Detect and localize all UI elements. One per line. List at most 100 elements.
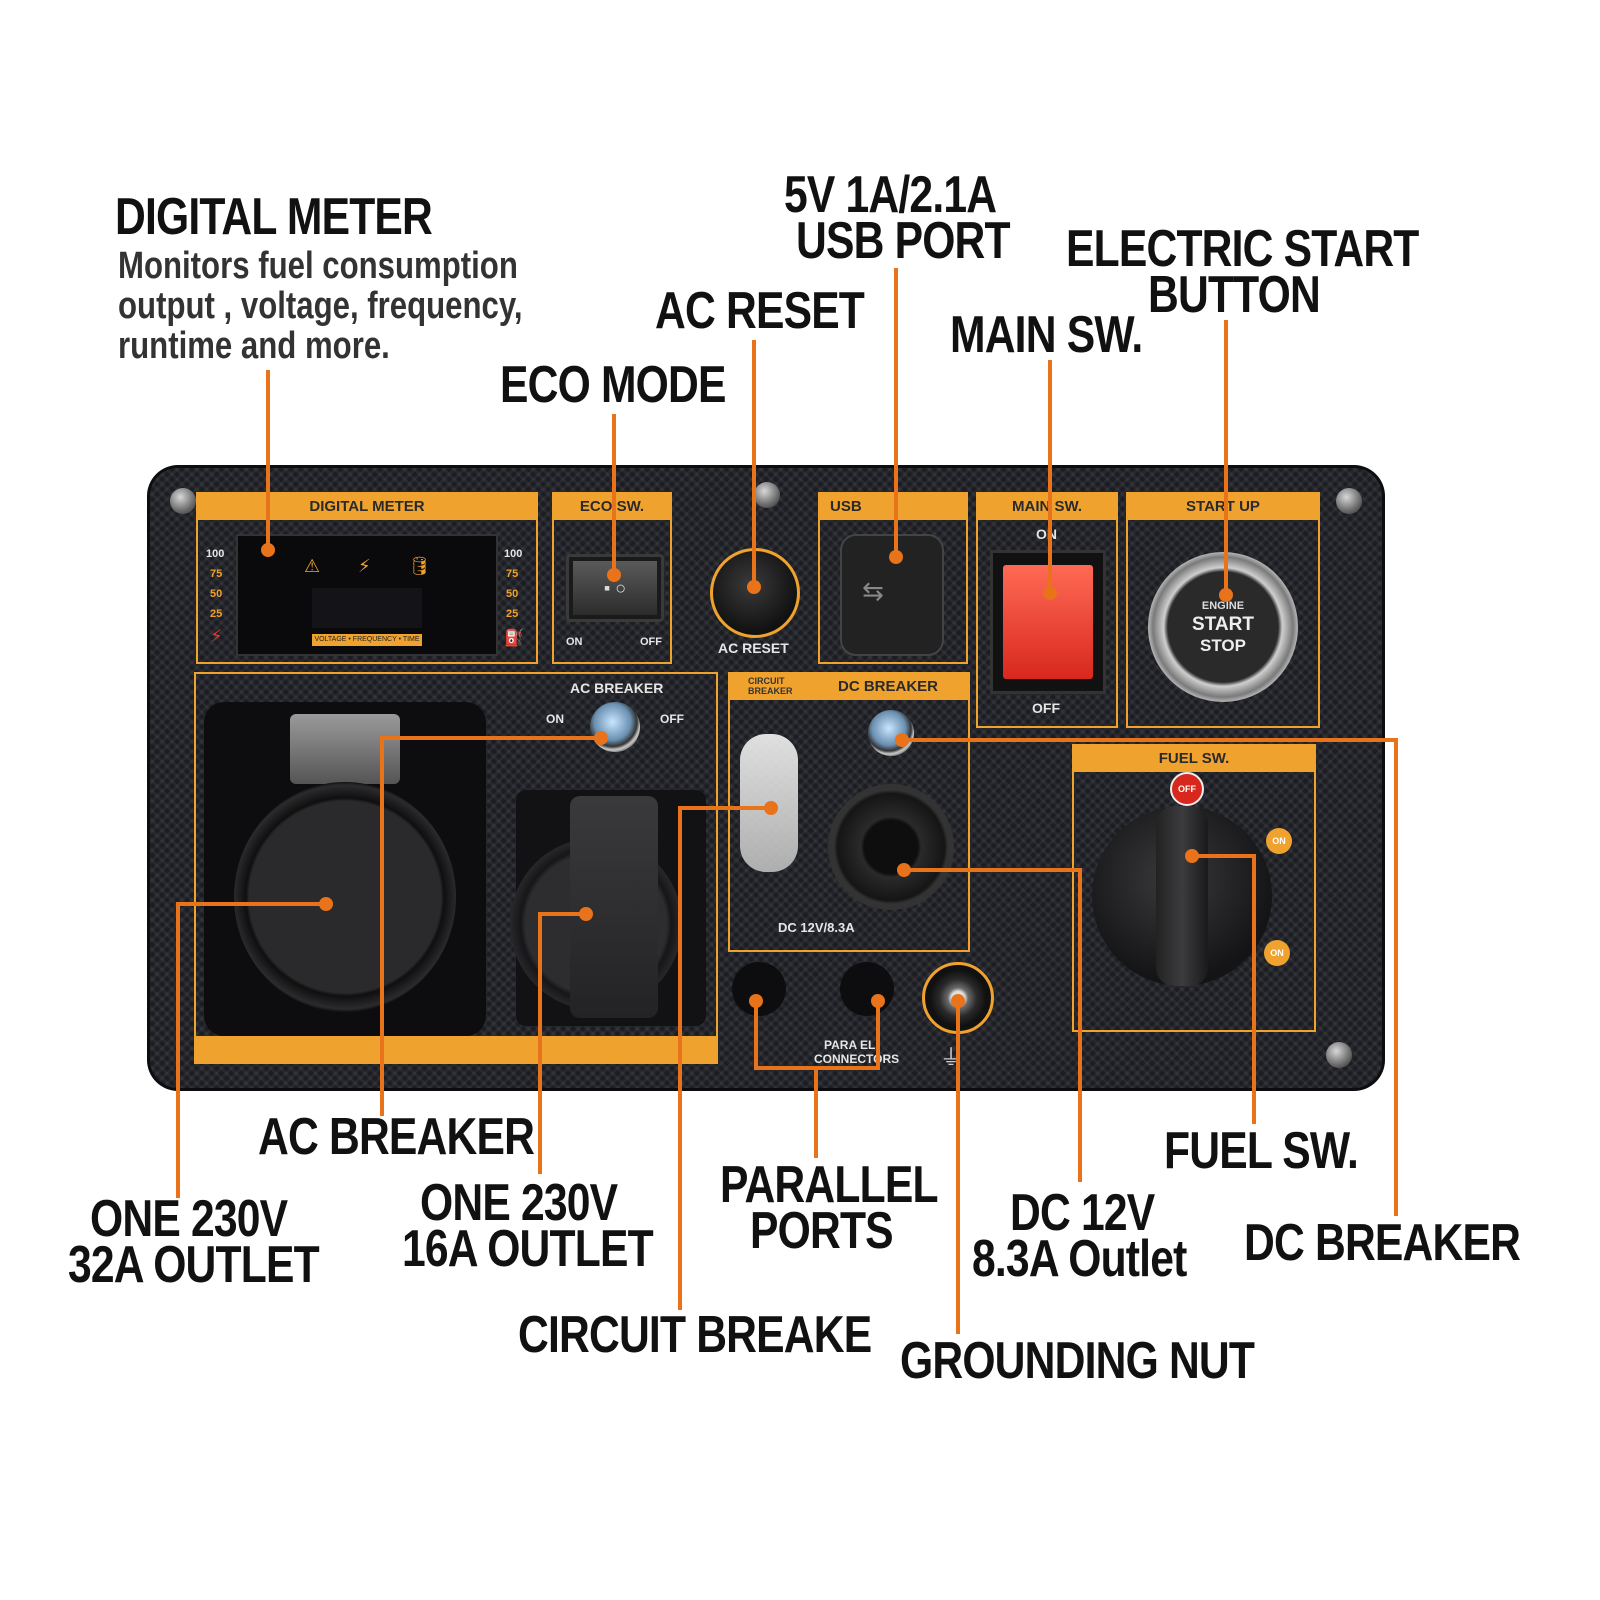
leader-dc-outlet-v	[1078, 868, 1082, 1182]
dc-outlet-label-2: 8.3A Outlet	[972, 1230, 1187, 1288]
leader-dot	[594, 731, 608, 745]
engine-start-button[interactable]: ENGINE START STOP	[1148, 552, 1298, 702]
fuel-pump-icon: ⛽	[504, 630, 524, 647]
dc-breaker-label: DC BREAKER	[1244, 1214, 1521, 1272]
leader-ac-reset	[752, 340, 756, 586]
parallel-connector-left[interactable]	[732, 962, 786, 1016]
leader-16a-v	[538, 912, 542, 1174]
parallel-ports-label-1: PARALLEL	[720, 1156, 939, 1214]
digital-meter-desc-3: runtime and more.	[118, 325, 390, 367]
ac-outlet-strip	[196, 1036, 716, 1062]
leader-ac-breaker-v	[380, 736, 384, 1116]
leader-fuel-h	[1190, 854, 1256, 858]
leader-dot	[1185, 849, 1199, 863]
digital-meter-section: DIGITAL METER ⚠ ⚡ 🛢 VOLTAGE • FREQUENCY …	[196, 492, 538, 664]
main-on-label: ON	[1036, 526, 1057, 542]
parallel-ports-label-2: PORTS	[750, 1202, 894, 1260]
electric-start-label-2: BUTTON	[1148, 266, 1321, 324]
leader-circuit-v	[678, 806, 682, 1310]
outlet-32a[interactable]	[204, 702, 486, 1036]
leader-32a-h	[176, 902, 326, 906]
ac-breaker-label: AC BREAKER	[258, 1108, 535, 1166]
power-icon: ⚡	[358, 556, 371, 576]
main-header: MAIN SW.	[978, 494, 1116, 520]
leader-dot	[897, 863, 911, 877]
meter-screen: ⚠ ⚡ 🛢 VOLTAGE • FREQUENCY • TIME	[236, 534, 498, 656]
leader-dot	[764, 801, 778, 815]
scale-left-100: 100	[206, 548, 225, 560]
ac-reset-label: AC RESET	[655, 282, 865, 340]
digital-meter-title: DIGITAL METER	[115, 188, 433, 246]
fuel-on-indicator-2: ON	[1264, 940, 1290, 966]
main-sw-label: MAIN SW.	[950, 306, 1143, 364]
leader-dot	[261, 543, 275, 557]
parallel-connector-right[interactable]	[840, 962, 894, 1016]
parallel-panel-label-2: CONNECTORS	[814, 1052, 900, 1066]
scale-right-50: 50	[506, 588, 519, 600]
leader-dot	[319, 897, 333, 911]
start-header: START UP	[1128, 494, 1318, 520]
leader-ground	[956, 1000, 960, 1334]
dc-breaker-header: DC BREAKER	[730, 674, 968, 700]
scale-right-25: 25	[506, 608, 519, 620]
outlet-16a-label-2: 16A OUTLET	[402, 1220, 654, 1278]
leader-digital-meter	[266, 370, 270, 550]
fuel-on-indicator-1: ON	[1266, 828, 1292, 854]
leader-parallel-right	[876, 1000, 880, 1070]
leader-parallel-v	[814, 1066, 818, 1158]
leader-start	[1224, 320, 1228, 594]
digital-meter-desc-1: Monitors fuel consumption	[118, 245, 518, 287]
main-off-label: OFF	[1032, 700, 1060, 716]
parallel-panel-label-1: PARA EL	[824, 1038, 876, 1052]
ac-breaker-panel-label: AC BREAKER	[570, 680, 664, 696]
scale-right-75: 75	[506, 568, 519, 580]
start-text-start: START	[1192, 614, 1254, 635]
dc-section: DC BREAKER CIRCUIT BREAKER DC 12V/8.3A	[728, 672, 970, 952]
leader-dot	[951, 994, 965, 1008]
leader-parallel-left	[754, 1000, 758, 1070]
fuel-knob-grip[interactable]	[1156, 806, 1208, 986]
leader-dot	[747, 580, 761, 594]
fuel-switch-section: FUEL SW. OFF ON ON	[1072, 744, 1316, 1032]
fuel-header: FUEL SW.	[1074, 746, 1314, 772]
eco-on-label: ON	[566, 636, 583, 648]
dc-outlet[interactable]	[828, 784, 954, 910]
usb-port-label-2: USB PORT	[796, 212, 1011, 270]
dc-breaker-button[interactable]	[868, 710, 914, 756]
circuit-breaker-header: CIRCUIT BREAKER	[748, 676, 793, 696]
usb-header: USB	[820, 494, 966, 520]
screw-icon	[754, 482, 780, 508]
leader-dc-breaker-h	[900, 738, 1398, 742]
start-section: START UP ENGINE START STOP	[1126, 492, 1320, 728]
meter-display	[312, 588, 422, 628]
main-switch-section: MAIN SW. ON OFF	[976, 492, 1118, 728]
fuel-knob[interactable]	[1092, 806, 1272, 986]
ac-off-label: OFF	[660, 712, 684, 726]
scale-left-75: 75	[210, 568, 223, 580]
fuel-off-indicator: OFF	[1170, 772, 1204, 806]
lightning-icon: ⚡	[210, 626, 223, 646]
outlet-32a-label-2: 32A OUTLET	[68, 1236, 320, 1294]
meter-bottom-label: VOLTAGE • FREQUENCY • TIME	[312, 634, 422, 646]
start-text-stop: STOP	[1200, 636, 1246, 655]
usb-section: USB ⇆	[818, 492, 968, 664]
leader-dot	[895, 733, 909, 747]
leader-ac-breaker-h	[380, 736, 600, 740]
leader-dot	[1219, 588, 1233, 602]
screw-icon	[170, 488, 196, 514]
digital-meter-header: DIGITAL METER	[198, 494, 536, 520]
leader-dot	[579, 907, 593, 921]
dc-panel-label: DC 12V/8.3A	[778, 920, 855, 935]
digital-meter-desc-2: output , voltage, frequency,	[118, 285, 523, 327]
warning-icon: ⚠	[304, 556, 321, 576]
leader-dot	[607, 568, 621, 582]
outlet-32a-socket[interactable]	[234, 782, 456, 1012]
eco-mode-label: ECO MODE	[500, 356, 726, 414]
screw-icon	[1326, 1042, 1352, 1068]
oil-icon: 🛢	[408, 556, 431, 576]
usb-port-label-1: 5V 1A/2.1A	[784, 166, 997, 224]
outlet-16a-label-1: ONE 230V	[420, 1174, 618, 1232]
leader-eco-mode	[612, 414, 616, 574]
dc-outlet-label-1: DC 12V	[1010, 1184, 1155, 1242]
leader-fuel-v	[1252, 854, 1256, 1124]
